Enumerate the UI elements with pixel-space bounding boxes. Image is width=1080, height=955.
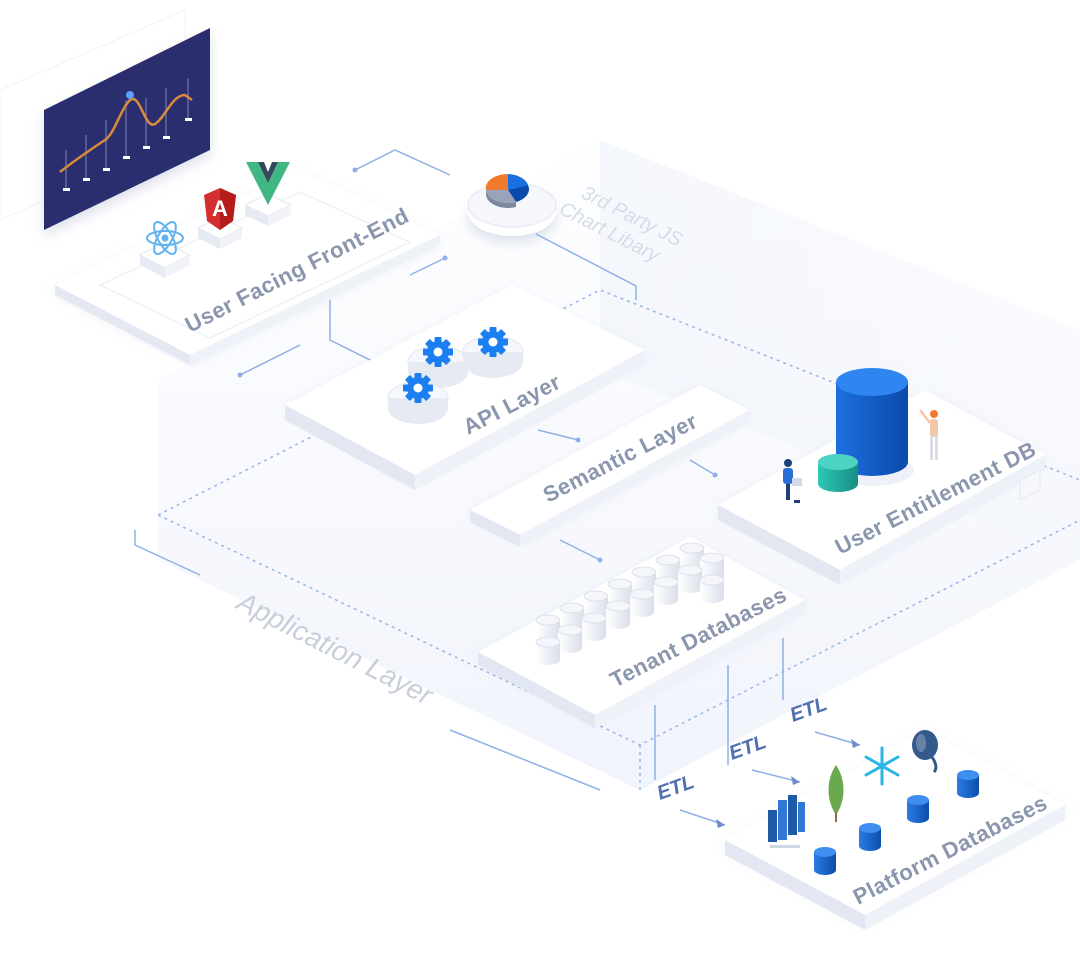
redshift-icon <box>768 795 805 848</box>
database-icon <box>814 847 836 875</box>
database-icon <box>859 823 881 851</box>
chart-highlight-point <box>126 91 134 99</box>
database-icon <box>957 770 979 798</box>
svg-text:A: A <box>212 196 228 221</box>
platform-panel: Platform Databases <box>725 730 1065 930</box>
chart-card <box>0 9 210 230</box>
chart-axis-ticks <box>63 118 192 191</box>
seated-person-icon <box>783 459 802 503</box>
postgres-icon <box>912 730 938 774</box>
teal-database-icon <box>818 454 858 492</box>
react-icon <box>146 221 184 255</box>
gear-icon <box>423 337 453 367</box>
connectors <box>237 149 784 780</box>
gear-icon <box>403 373 433 403</box>
api-layer-panel: API Layer <box>285 285 645 490</box>
database-icon <box>907 795 929 823</box>
angular-tile: A <box>196 188 244 249</box>
chart-gridlines <box>65 78 189 190</box>
vue-icon <box>246 162 290 205</box>
snowflake-icon <box>864 746 900 786</box>
vue-tile <box>243 162 293 226</box>
standing-person-icon <box>919 409 938 460</box>
chart-line <box>59 93 193 173</box>
angular-icon: A <box>204 188 236 230</box>
pie-chart-icon <box>485 173 530 208</box>
gear-icon <box>478 327 508 357</box>
mongodb-icon <box>828 765 844 822</box>
react-tile <box>138 221 192 278</box>
